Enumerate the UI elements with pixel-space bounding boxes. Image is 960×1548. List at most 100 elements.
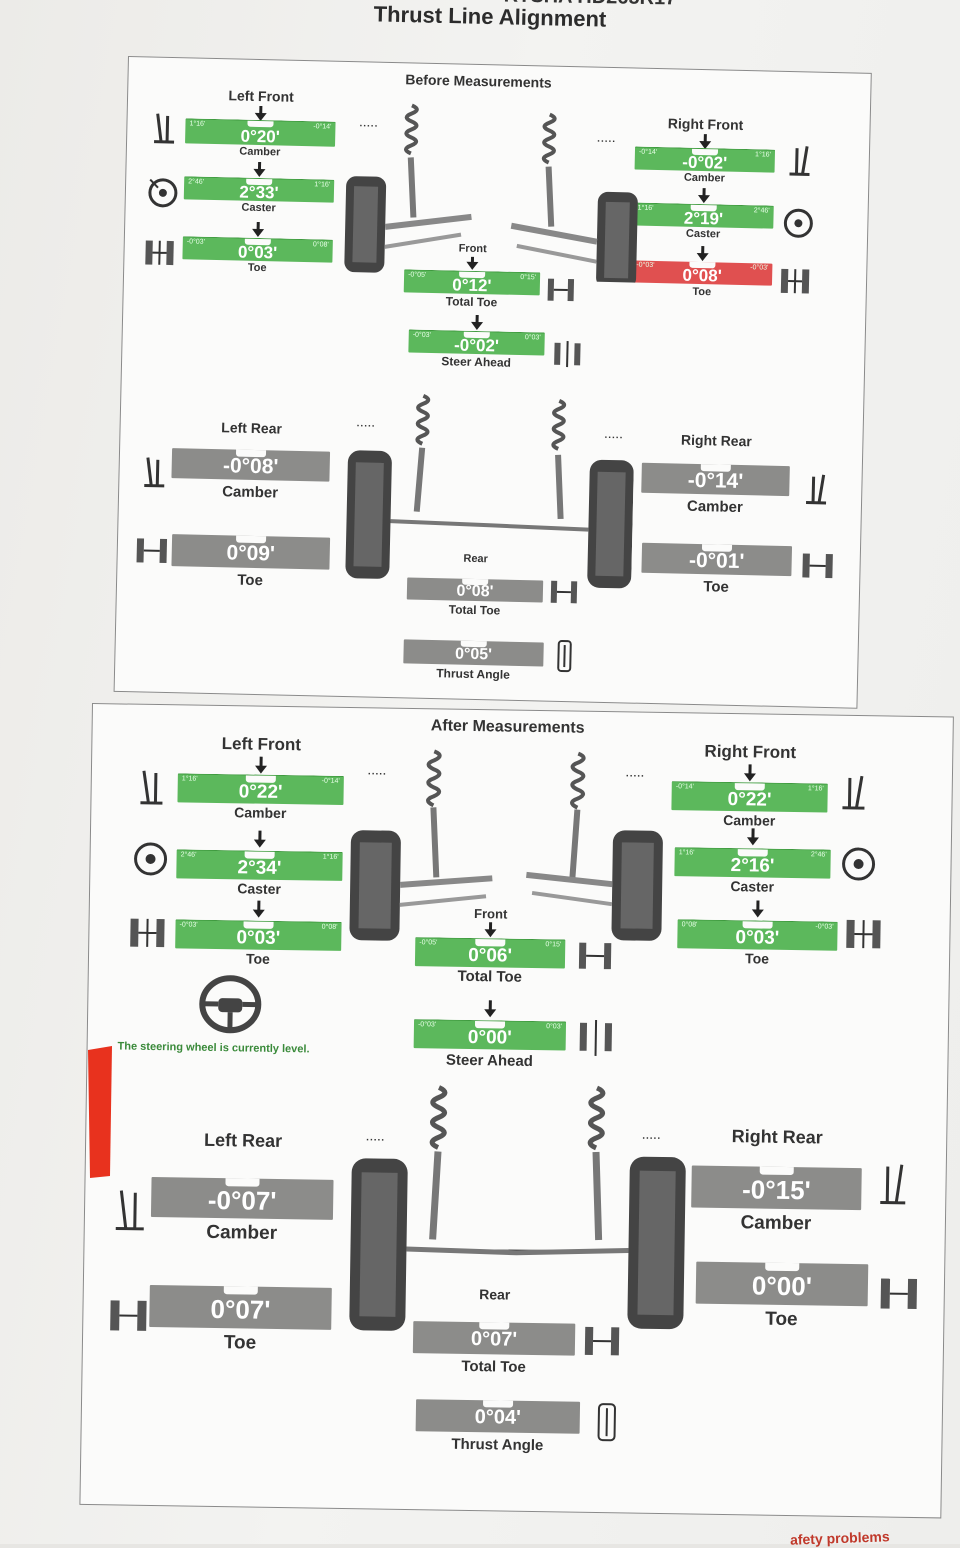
after-right-front-toe: 0°08'-0°03' 0°03' Toe [677, 899, 838, 967]
caster-label: Caster [241, 201, 276, 215]
camber-icon [115, 1190, 144, 1231]
toe-label: Toe [247, 261, 267, 275]
camber-value: -0°14' [687, 468, 744, 494]
left-rear-title: Left Rear [221, 419, 283, 437]
after-thrust-angle: 0°04' Thrust Angle [415, 1399, 581, 1462]
dots: ..... [367, 766, 387, 778]
caster-label: Caster [685, 227, 721, 241]
before-rear-total-toe: Rear 0°08' Total Toe [406, 551, 544, 624]
dots: ..... [366, 1132, 386, 1144]
after-rear-total-toe: Rear 0°07' Total Toe [412, 1285, 576, 1378]
thrust-angle-label: Thrust Angle [451, 1435, 544, 1455]
total-toe-value: 0°07' [470, 1328, 518, 1351]
caster-value: 2°16' [730, 855, 775, 877]
before-left-front-camber: Left Front 1°16'-0°14' 0°20' Camber [185, 86, 336, 158]
camber-label: Camber [740, 1212, 812, 1235]
before-left-front-caster: 2°46'1°16' 2°33' Caster [183, 160, 335, 215]
rear-suspension-diagram [345, 393, 634, 589]
total-toe-label: Total Toe [457, 967, 523, 986]
toe-value: -0°01' [688, 548, 745, 574]
red-highlighter-mark [88, 1046, 112, 1178]
toe-value: 0°03' [236, 927, 281, 949]
camber-icon [842, 775, 865, 810]
total-toe-value: 0°08' [456, 582, 494, 601]
toe-label: Toe [703, 578, 730, 596]
dots: ..... [597, 133, 617, 146]
steer-ahead-icon [579, 1019, 613, 1056]
after-right-rear-toe: 0°00' Toe [695, 1261, 869, 1345]
left-front-title: Left Front [228, 87, 294, 105]
before-left-rear-camber: Left Rear -0°08' Camber [171, 418, 331, 502]
steering-level-note: The steering wheel is currently level. [117, 1040, 310, 1056]
after-right-rear-camber: Right Rear -0°15' Camber [691, 1125, 863, 1238]
rear-label: Rear [463, 552, 489, 566]
toe-icon [780, 268, 810, 294]
front-suspension-diagram [349, 749, 663, 941]
camber-label: Camber [206, 1221, 278, 1244]
toe-value: 0°00' [751, 1270, 813, 1302]
before-right-rear-toe: -0°01' Toe [641, 542, 793, 606]
dots: ..... [359, 118, 379, 130]
after-right-front-caster: 1°16'2°46' 2°16' Caster [674, 827, 831, 895]
total-toe-icon [547, 278, 575, 302]
dots: ..... [356, 418, 376, 430]
thrust-angle-value: 0°05' [454, 645, 493, 664]
camber-label: Camber [234, 804, 287, 822]
front-label: Front [474, 906, 508, 922]
before-thrust-angle: 0°05' Thrust Angle [403, 639, 544, 688]
rear-suspension-diagram [349, 1085, 686, 1331]
before-front-total-toe: Front -0°05'0°15' 0°12' Total Toe [403, 241, 541, 309]
toe-value: 0°09' [226, 541, 276, 566]
front-label: Front [458, 242, 487, 256]
camber-icon [140, 770, 163, 805]
thrust-angle-icon [557, 639, 572, 673]
caster-value: 2°34' [237, 857, 282, 879]
dots: ..... [604, 429, 624, 442]
toe-label: Toe [745, 950, 770, 967]
thrust-angle-value: 0°04' [474, 1406, 522, 1429]
after-left-rear-camber: Left Rear -0°07' Camber [150, 1129, 335, 1244]
after-steer-ahead: -0°03'0°03' 0°00' Steer Ahead [413, 999, 567, 1070]
footer-text: afety problems [789, 1528, 890, 1548]
camber-label: Camber [239, 145, 281, 159]
caster-icon [783, 208, 813, 238]
after-title: After Measurements [430, 717, 585, 737]
camber-value: -0°08' [222, 454, 279, 479]
after-front-total-toe: Front -0°05'0°15' 0°06' Total Toe [414, 905, 566, 987]
camber-icon [806, 474, 827, 505]
steer-ahead-label: Steer Ahead [445, 1051, 534, 1070]
toe-icon [130, 918, 165, 948]
camber-value: 0°22' [727, 788, 772, 811]
toe-icon [110, 1300, 147, 1331]
total-toe-label: Total Toe [445, 294, 498, 310]
before-measurements-panel: Before Measurements Left Front 1°16'-0°1… [113, 56, 872, 709]
camber-icon [154, 113, 175, 144]
left-rear-title: Left Rear [203, 1129, 283, 1152]
dots: ..... [625, 768, 645, 780]
camber-value: 0°22' [238, 781, 283, 804]
toe-label: Toe [245, 950, 271, 967]
thrust-angle-label: Thrust Angle [436, 666, 510, 682]
camber-label: Camber [222, 483, 279, 502]
right-rear-title: Right Rear [731, 1126, 823, 1148]
after-right-front-camber: Right Front -0°14'1°16' 0°22' Camber [671, 741, 828, 833]
total-toe-value: 0°06' [467, 944, 513, 967]
caster-label: Caster [237, 880, 282, 897]
steer-ahead-value: 0°00' [467, 1026, 512, 1049]
toe-icon [846, 919, 881, 949]
camber-icon [880, 1164, 906, 1205]
steer-ahead-icon [554, 341, 581, 368]
toe-icon [145, 240, 174, 266]
before-right-front-toe: -0°03'-0°03' 0°08' Toe [631, 245, 773, 298]
steer-ahead-label: Steer Ahead [441, 354, 512, 370]
left-front-title: Left Front [221, 734, 302, 755]
camber-value: -0°15' [741, 1174, 811, 1206]
after-left-front-toe: -0°03'0°08' 0°03' Toe [175, 899, 342, 967]
toe-label: Toe [765, 1308, 798, 1331]
before-title: Before Measurements [405, 71, 552, 91]
before-left-rear-toe: 0°09' Toe [171, 534, 331, 598]
dots: ..... [642, 1130, 662, 1142]
total-toe-icon [550, 580, 578, 604]
after-measurements-panel: After Measurements Left Front 1°16'-0°14… [79, 703, 954, 1519]
